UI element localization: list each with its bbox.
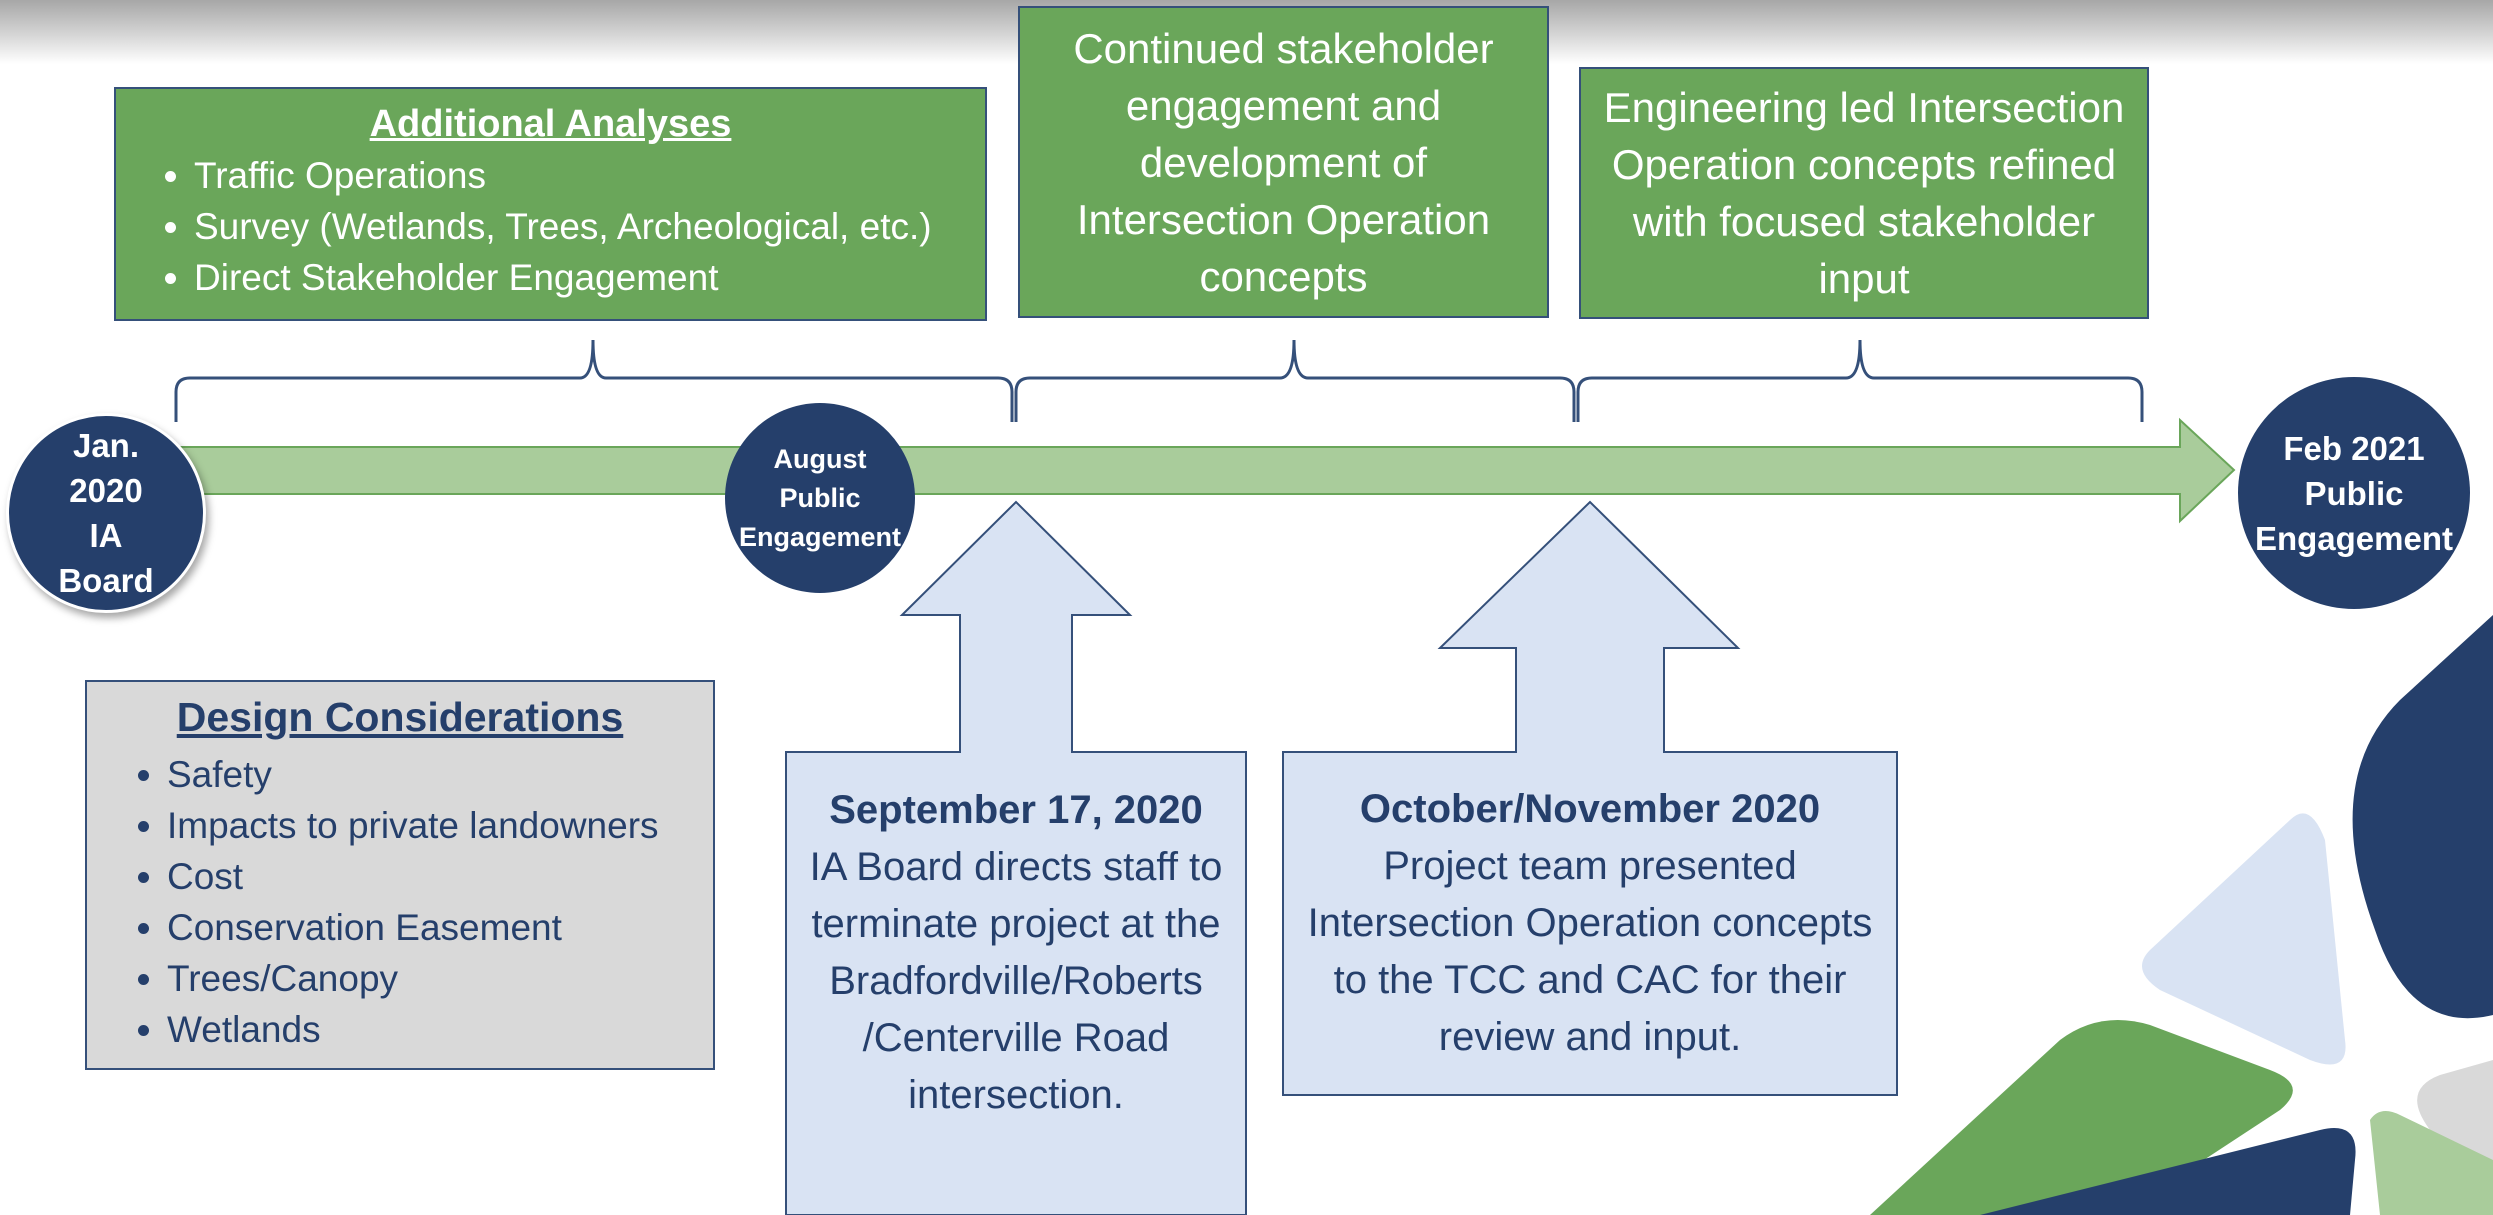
milestone-line: Public [779, 482, 861, 513]
milestone-line: Jan. [72, 427, 140, 464]
list-item: Trees/Canopy [167, 953, 713, 1004]
milestone-line: Board [58, 562, 154, 599]
list-item: Impacts to private landowners [167, 800, 713, 851]
considerations-list: Safety Impacts to private landowners Cos… [87, 749, 713, 1055]
engineering-led-text: Engineering led Intersection Operation c… [1603, 84, 2125, 302]
list-item: Traffic Operations [194, 150, 985, 201]
additional-analyses-box: Additional Analyses Traffic Operations S… [114, 87, 987, 321]
continued-engagement-text: Continued stakeholder engagement and dev… [1073, 24, 1494, 300]
octnov-callout-body: Project team presented Intersection Oper… [1307, 844, 1873, 1059]
list-item: Safety [167, 749, 713, 800]
timeline-brackets [174, 339, 2144, 422]
milestone-line: 2020 [69, 472, 143, 509]
list-item: Survey (Wetlands, Trees, Archeological, … [194, 201, 985, 252]
sept-callout: September 17, 2020 IA Board directs staf… [790, 782, 1242, 1124]
milestone-august: August Public Engagement [725, 403, 915, 593]
octnov-callout-shape [1282, 500, 1898, 1096]
design-considerations-title: Design Considerations [176, 694, 624, 740]
milestone-line: August [773, 443, 867, 474]
design-considerations-box: Design Considerations Safety Impacts to … [85, 680, 715, 1070]
sept-callout-body: IA Board directs staff to terminate proj… [809, 845, 1223, 1117]
additional-analyses-title: Additional Analyses [369, 103, 732, 145]
milestone-line: Engagement [738, 521, 902, 552]
milestone-line: Engagement [2254, 519, 2454, 557]
milestone-jan-2020: Jan. 2020 IA Board [6, 413, 206, 613]
timeline-arrow [159, 417, 2236, 524]
list-item: Cost [167, 851, 713, 902]
milestone-feb-2021: Feb 2021 Public Engagement [2238, 377, 2470, 609]
sept-callout-heading: September 17, 2020 [829, 788, 1203, 832]
engineering-led-box: Engineering led Intersection Operation c… [1579, 67, 2149, 319]
continued-engagement-box: Continued stakeholder engagement and dev… [1018, 6, 1549, 318]
octnov-callout-heading: October/November 2020 [1359, 787, 1821, 831]
analyses-list: Traffic Operations Survey (Wetlands, Tre… [116, 150, 985, 303]
list-item: Direct Stakeholder Engagement [194, 252, 985, 303]
octnov-callout: October/November 2020 Project team prese… [1287, 781, 1893, 1066]
list-item: Conservation Easement [167, 902, 713, 953]
milestone-line: Public [2304, 474, 2404, 512]
milestone-line: IA [89, 517, 123, 554]
milestone-line: Feb 2021 [2283, 429, 2425, 467]
sept-callout-shape [785, 500, 1247, 1215]
list-item: Wetlands [167, 1004, 713, 1055]
logo-decoration [1870, 615, 2493, 1215]
